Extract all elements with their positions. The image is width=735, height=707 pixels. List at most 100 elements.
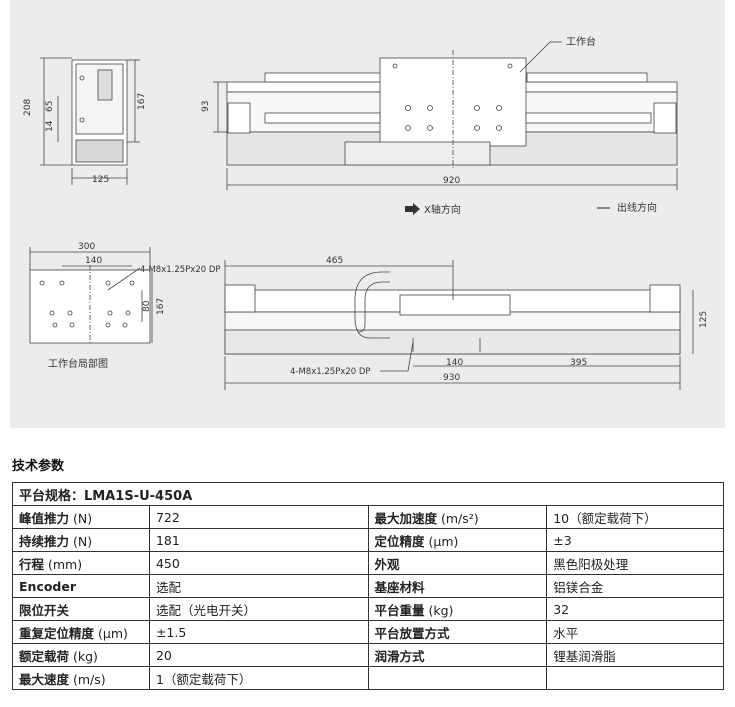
spec-row: 最大速度 (m/s) 1（额定载荷下） — [12, 666, 724, 690]
spec-param-label: 持续推力 (N) — [12, 528, 150, 552]
spec-param-value-text: 450 — [155, 555, 180, 571]
spec-param-label: 基座材料 — [367, 574, 548, 598]
spec-param-value-text: 铝镁合金 — [553, 579, 604, 595]
spec-param-value-text: 水平 — [553, 625, 579, 641]
spec-param-value-text: 锂基润滑脂 — [553, 648, 616, 664]
dim-140-top: 140 — [446, 358, 463, 368]
spec-row: 峰值推力 (N) 722 最大加速度 (m/s²) 10（额定载荷下） — [12, 505, 724, 529]
platform-detail-caption: 工作台局部图 — [48, 357, 108, 370]
spec-param-label-text: 最大速度 — [19, 671, 70, 687]
spec-param-label-text: 行程 — [19, 556, 45, 572]
spec-param-label: 定位精度 (μm) — [367, 528, 548, 552]
spec-param-label-text: 平台重量 — [374, 602, 425, 618]
platform-label: 工作台 — [566, 35, 596, 48]
technical-drawing-panel: 工作台 208 65 14 167 125 93 920 X轴方向 出线方向 3… — [10, 0, 725, 428]
spec-param-label: 行程 (mm) — [12, 551, 150, 575]
spec-param-label-text: 峰值推力 — [19, 510, 70, 526]
spec-header-model: LMA1S-U-450A — [84, 488, 193, 504]
spec-param-value-text: 32 — [553, 601, 570, 617]
spec-param-label: 平台放置方式 — [367, 620, 548, 644]
spec-param-value-text: 选配（光电开关） — [155, 602, 256, 618]
dim-80: 80 — [142, 300, 152, 312]
spec-param-label-text: Encoder — [19, 578, 77, 594]
spec-param-value-text: 黑色阳极处理 — [553, 556, 629, 572]
dim-920: 920 — [443, 176, 460, 186]
spec-param-value-text: 20 — [155, 647, 172, 663]
spec-param-value: 选配 — [148, 574, 369, 598]
spec-row: 持续推力 (N) 181 定位精度 (μm) ±3 — [12, 528, 724, 552]
spec-row: 行程 (mm) 450 外观 黑色阳极处理 — [12, 551, 724, 575]
spec-param-value-text: 10（额定载荷下） — [553, 510, 657, 526]
spec-param-label-unit: (mm) — [44, 556, 83, 572]
spec-param-label-text: 重复定位精度 — [19, 625, 95, 641]
spec-param-value-text: 181 — [155, 532, 180, 548]
spec-param-label-unit: (m/s²) — [437, 510, 479, 526]
spec-param-label-text: 外观 — [374, 556, 400, 572]
spec-param-label: 外观 — [367, 551, 548, 575]
spec-param-label: 重复定位精度 (μm) — [12, 620, 150, 644]
spec-param-value: 32 — [546, 597, 724, 621]
dim-65: 65 — [45, 101, 55, 112]
spec-param-value: 水平 — [546, 620, 724, 644]
x-axis-direction-label: X轴方向 — [424, 203, 461, 216]
spec-param-label-text: 额定载荷 — [19, 648, 70, 664]
spec-param-value: 10（额定载荷下） — [546, 505, 724, 529]
spec-param-value: 450 — [148, 551, 369, 575]
spec-param-label-text: 基座材料 — [374, 579, 425, 595]
hole-spec-top: 4-M8x1.25Px20 DP — [290, 367, 371, 377]
dim-300: 300 — [78, 242, 95, 252]
spec-param-value: 20 — [148, 643, 369, 667]
spec-param-value — [546, 666, 724, 690]
spec-param-label-unit: (kg) — [424, 602, 454, 618]
spec-param-label-unit: (N) — [69, 533, 93, 549]
spec-row: 限位开关 选配（光电开关） 平台重量 (kg) 32 — [12, 597, 724, 621]
spec-param-value-text: 722 — [155, 509, 180, 525]
spec-param-value-text: ±3 — [553, 532, 572, 548]
spec-param-value: 选配（光电开关） — [148, 597, 369, 621]
spec-param-label: Encoder — [12, 574, 150, 598]
dim-125-top: 125 — [699, 311, 709, 328]
spec-param-label: 润滑方式 — [367, 643, 548, 667]
spec-param-label — [367, 666, 548, 690]
spec-param-label: 额定载荷 (kg) — [12, 643, 150, 667]
dim-140-detail: 140 — [85, 256, 102, 266]
spec-param-label-unit: (μm) — [94, 625, 128, 641]
spec-param-value-text: 1（额定载荷下） — [155, 671, 252, 687]
spec-param-label: 限位开关 — [12, 597, 150, 621]
dim-465: 465 — [326, 256, 343, 266]
dim-167-detail: 167 — [156, 298, 166, 315]
spec-param-label: 平台重量 (kg) — [367, 597, 548, 621]
spec-param-label: 最大速度 (m/s) — [12, 666, 150, 690]
spec-param-label-text: 润滑方式 — [374, 648, 425, 664]
cable-direction-label: 出线方向 — [617, 201, 657, 214]
spec-param-label-text: 限位开关 — [19, 602, 70, 618]
spec-param-label-unit: (N) — [69, 510, 93, 526]
spec-param-value: 1（额定载荷下） — [148, 666, 369, 690]
spec-param-label-text: 定位精度 — [374, 533, 425, 549]
spec-table: 平台规格：LMA1S-U-450A 峰值推力 (N) 722 最大加速度 (m/s²… — [12, 482, 724, 690]
x-axis-arrow-icon — [405, 203, 420, 215]
spec-row: 额定载荷 (kg) 20 润滑方式 锂基润滑脂 — [12, 643, 724, 667]
dim-395: 395 — [570, 358, 587, 368]
spec-param-value-text: ±1.5 — [155, 624, 187, 640]
dim-14: 14 — [45, 120, 55, 132]
spec-param-label: 最大加速度 (m/s²) — [367, 505, 548, 529]
spec-param-label-unit: (kg) — [69, 648, 98, 664]
spec-param-value: 黑色阳极处理 — [546, 551, 724, 575]
spec-row: Encoder 选配 基座材料 铝镁合金 — [12, 574, 724, 598]
dim-208: 208 — [23, 99, 33, 116]
spec-param-value: 181 — [148, 528, 369, 552]
dim-167-side: 167 — [137, 93, 147, 110]
spec-param-label-unit: (μm) — [424, 533, 459, 549]
dim-93: 93 — [201, 101, 211, 112]
side-view — [40, 57, 140, 185]
spec-header-cell: 平台规格：LMA1S-U-450A — [12, 482, 724, 506]
spec-param-label-text: 平台放置方式 — [374, 625, 450, 641]
spec-param-label-text: 持续推力 — [19, 533, 70, 549]
spec-param-label: 峰值推力 (N) — [12, 505, 150, 529]
spec-header-label: 平台规格： — [19, 488, 85, 504]
front-view — [213, 41, 678, 190]
spec-param-value-text: 选配 — [155, 579, 181, 595]
spec-param-label-text: 最大加速度 — [374, 510, 438, 526]
platform-detail-view — [29, 247, 153, 345]
